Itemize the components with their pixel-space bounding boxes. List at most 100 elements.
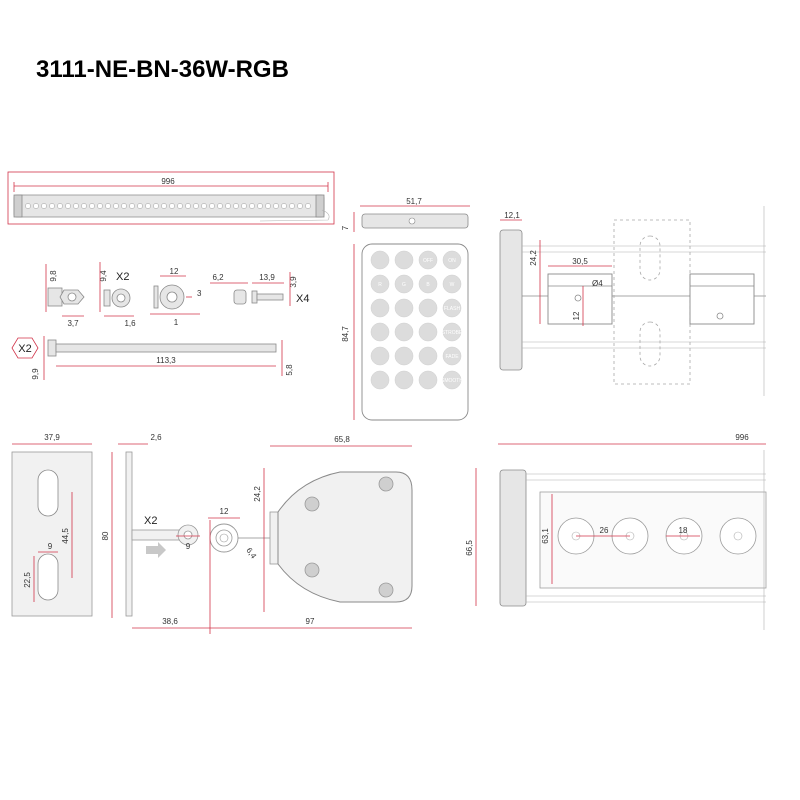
washer-height-dim: 9,4 [99,270,108,282]
end-cap-height-dim: 24,2 [253,486,262,502]
led-dot [49,203,55,209]
bracket-height-dim: 80 [101,531,110,540]
led-dot [193,203,199,209]
remote-button [394,274,414,294]
led-dot [281,203,287,209]
led-dot [289,203,295,209]
remote-button [370,370,390,390]
remote-button [370,346,390,366]
end-cap-view: 65,8 12 6,4 24,2 97 [208,435,413,634]
spring-nut-thickness-dim: 1 [174,318,179,327]
led-dot [217,203,223,209]
remote-button-label: ON [448,258,456,264]
bracket-offset-dim: 38,6 [162,617,178,626]
led-dot [113,203,119,209]
led-dot [249,203,255,209]
front-height-dim: 66,5 [465,540,474,556]
small-nut-width-dim: 6,2 [212,273,224,282]
bolt-small: 6,2 13,9 3,9 X4 [210,272,309,306]
bolt-length-dim: 13,9 [259,273,275,282]
remote-button [370,250,390,270]
remote-button-label: B [426,282,430,288]
remote-button-label: G [402,282,406,288]
remote-button [418,322,438,342]
hex-bolt-head-dim: 9,9 [31,368,40,380]
nut-a-height-dim: 9,8 [49,270,58,282]
led-dot [41,203,47,209]
remote-width-dim: 51,7 [406,197,422,206]
remote-button [394,298,414,318]
led-dot [129,203,135,209]
nut-a-width-dim: 3,7 [67,319,79,328]
hex-bolt-quantity-label: X2 [18,343,31,355]
side-height-dim: 24,2 [529,250,538,266]
remote-button [418,274,438,294]
remote-button-label: FADE [445,354,459,360]
led-dot [241,203,247,209]
fixture-top-view: 996 [7,171,335,225]
pivot-hole-dim: 6,4 [244,546,258,561]
remote-depth-dim: 7 [341,225,350,230]
remote-button-label: W [450,282,455,288]
led-dot [73,203,79,209]
side-depth-dim: 12,1 [504,211,520,220]
remote-button [442,370,462,390]
led-dot [25,203,31,209]
remote-button [370,274,390,294]
led-dot [177,203,183,209]
spring-nut-dia-dim: 12 [170,267,179,276]
end-cap-width-dim: 65,8 [334,435,350,444]
led-dot [33,203,39,209]
led-dot [209,203,215,209]
front-length-dim: 996 [735,433,749,442]
led-dot [81,203,87,209]
led-dot [297,203,303,209]
front-inner-height-dim: 63,1 [541,528,550,544]
remote-button [442,250,462,270]
remote-button [418,370,438,390]
clamp-hole-dim: Ø4 [592,279,603,288]
remote-button [442,346,462,366]
led-dot [201,203,207,209]
led-dot [169,203,175,209]
plate-slot-width-dim: 9 [48,542,53,551]
remote-height-dim: 84,7 [341,326,350,342]
remote-button [370,298,390,318]
page-title: 3111-NE-BN-36W-RGB [36,56,289,83]
led-dot [305,203,311,209]
led-dot [105,203,111,209]
led-dot [233,203,239,209]
bolt-quantity-label: X4 [296,293,309,305]
hex-bolt-dia-dim: 5,8 [285,364,294,376]
bolt-head-dim: 3,9 [289,276,298,288]
hex-bolt-length-dim: 113,3 [156,356,176,365]
led-dot [265,203,271,209]
led-dot [153,203,159,209]
washer: 9,4 X2 1,6 [99,262,136,328]
remote-button [418,298,438,318]
spring-nut-gap-dim: 3 [197,289,202,298]
remote-button [394,250,414,270]
bracket-quantity-label: X2 [144,515,157,527]
remote-button [370,322,390,342]
remote-button [442,298,462,318]
plate-width-dim: 37,9 [44,433,60,442]
remote-button [442,274,462,294]
mounting-plate: 37,9 44,5 9 22,5 [11,433,93,617]
remote-button [394,370,414,390]
remote-button [418,346,438,366]
remote-button-label: SMOOTH [441,378,463,384]
led-dot [89,203,95,209]
led-dot [225,203,231,209]
plate-slot-height-dim: 22,5 [23,572,32,588]
remote-button-label: STROBE [442,330,463,336]
led-dot [273,203,279,209]
nut-a: 9,8 3,7 [45,264,85,328]
led-dot [161,203,167,209]
fixture-front-view: 996 66,5 63,1 26 18 [465,433,767,630]
lens-center [733,531,743,541]
led-dot [57,203,63,209]
fixture-length-dim: 996 [161,177,175,186]
